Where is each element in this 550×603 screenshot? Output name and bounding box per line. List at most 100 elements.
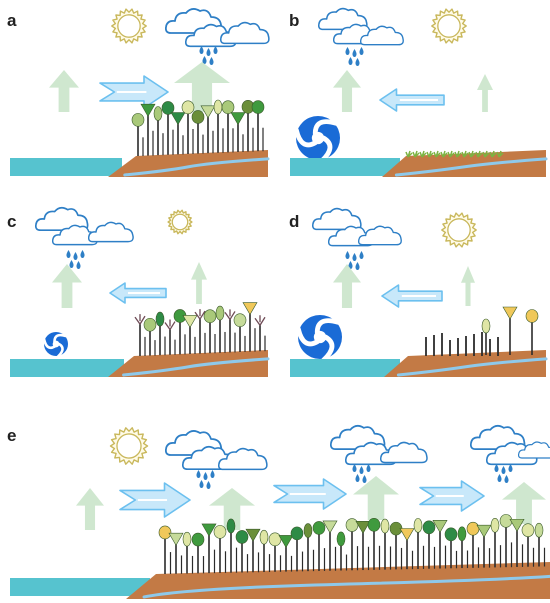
tree-icon bbox=[336, 531, 346, 571]
tree-icon bbox=[322, 520, 338, 571]
tree-icon bbox=[194, 309, 206, 354]
tree-icon bbox=[245, 528, 261, 573]
panel-label-e: e bbox=[7, 426, 16, 445]
panel-label-d: d bbox=[289, 212, 299, 231]
cloud-icon bbox=[358, 225, 402, 246]
land bbox=[108, 350, 270, 377]
up-arrow-icon bbox=[174, 62, 230, 112]
wind-arrow-icon bbox=[381, 284, 443, 308]
tree-icon bbox=[213, 99, 223, 153]
grass-icon bbox=[468, 150, 476, 158]
wind-arrow-icon bbox=[109, 282, 167, 304]
grass-icon bbox=[475, 150, 483, 158]
rain-icon bbox=[345, 47, 364, 66]
tree-icon bbox=[191, 532, 205, 574]
up-arrow-icon bbox=[49, 70, 79, 112]
sun-icon bbox=[167, 209, 193, 235]
cyclone-icon bbox=[295, 315, 342, 363]
panel-b bbox=[290, 7, 548, 177]
land bbox=[384, 350, 548, 377]
ocean bbox=[10, 359, 124, 377]
rain-icon bbox=[352, 464, 371, 483]
tree-icon bbox=[170, 112, 186, 155]
tree-icon bbox=[226, 518, 236, 573]
tree-icon bbox=[476, 524, 492, 568]
grass-icon bbox=[496, 150, 504, 158]
tree-icon bbox=[534, 522, 544, 567]
panel-c bbox=[10, 206, 270, 377]
cyclone-icon bbox=[293, 116, 340, 164]
tree-icon bbox=[399, 528, 415, 570]
tree-icon bbox=[158, 525, 172, 574]
river bbox=[394, 157, 548, 177]
tree-icon bbox=[224, 309, 236, 353]
up-arrow-icon bbox=[461, 266, 475, 306]
sun-icon bbox=[111, 8, 147, 44]
sun-icon bbox=[109, 427, 149, 465]
tree-icon bbox=[525, 309, 539, 355]
ocean bbox=[290, 158, 400, 176]
wind-arrow-icon bbox=[99, 75, 169, 109]
tree-icon bbox=[155, 311, 165, 356]
cloud-icon bbox=[220, 21, 270, 45]
grass-icon bbox=[489, 150, 497, 158]
grass-patch bbox=[405, 150, 504, 158]
grass-icon bbox=[412, 150, 420, 158]
tree-icon bbox=[254, 315, 266, 352]
tree-icon bbox=[131, 113, 145, 156]
tree-icon bbox=[268, 532, 282, 572]
grass-icon bbox=[461, 150, 469, 158]
tree-icon bbox=[499, 514, 513, 568]
grass-icon bbox=[405, 150, 413, 158]
tree-icon bbox=[241, 100, 255, 152]
grass-icon bbox=[419, 150, 427, 158]
tree-icon bbox=[457, 526, 467, 569]
river bbox=[123, 157, 270, 177]
tree-icon bbox=[242, 302, 258, 352]
tree-icon bbox=[215, 305, 225, 353]
tree-icon bbox=[278, 535, 294, 572]
sun-icon bbox=[441, 212, 477, 248]
wind-arrow-icon bbox=[119, 482, 191, 518]
sun-icon bbox=[431, 8, 467, 44]
grass-icon bbox=[447, 150, 455, 158]
tree-icon bbox=[521, 523, 535, 567]
grass-icon bbox=[426, 150, 434, 158]
tree-icon bbox=[213, 525, 227, 573]
wind-arrow-icon bbox=[273, 478, 347, 510]
up-arrow-icon bbox=[333, 264, 361, 308]
tree-icon bbox=[502, 306, 518, 355]
tree-icon bbox=[367, 517, 381, 570]
up-arrow-icon bbox=[502, 482, 546, 524]
up-arrow-icon bbox=[477, 74, 493, 112]
tree-icon bbox=[251, 100, 265, 152]
panel-label-c: c bbox=[7, 212, 16, 231]
tree-icon bbox=[432, 520, 448, 569]
tree-icon bbox=[380, 518, 390, 570]
grass-icon bbox=[440, 150, 448, 158]
panel-label-a: a bbox=[7, 11, 17, 30]
ocean bbox=[10, 578, 150, 596]
tree-icon bbox=[490, 517, 500, 568]
tree-icon bbox=[509, 518, 525, 567]
tree-icon bbox=[181, 100, 195, 154]
panel-e bbox=[10, 424, 550, 599]
tree-icon bbox=[191, 110, 205, 154]
panel-d bbox=[290, 207, 548, 377]
ocean bbox=[290, 359, 400, 377]
up-arrow-icon bbox=[353, 476, 399, 520]
tree-icon bbox=[259, 529, 269, 573]
rain-icon bbox=[494, 464, 513, 483]
tree-icon bbox=[200, 105, 216, 154]
tree-icon bbox=[422, 520, 436, 569]
tree-icon bbox=[290, 526, 304, 572]
tree-icon bbox=[168, 532, 184, 574]
wind-arrow-icon bbox=[419, 480, 485, 512]
rain-icon bbox=[66, 250, 85, 269]
tree-icon bbox=[444, 527, 458, 569]
tree-icon bbox=[143, 317, 157, 356]
tree-icon bbox=[182, 531, 192, 574]
cloud-icon bbox=[88, 221, 134, 243]
tree-icon bbox=[312, 521, 326, 571]
